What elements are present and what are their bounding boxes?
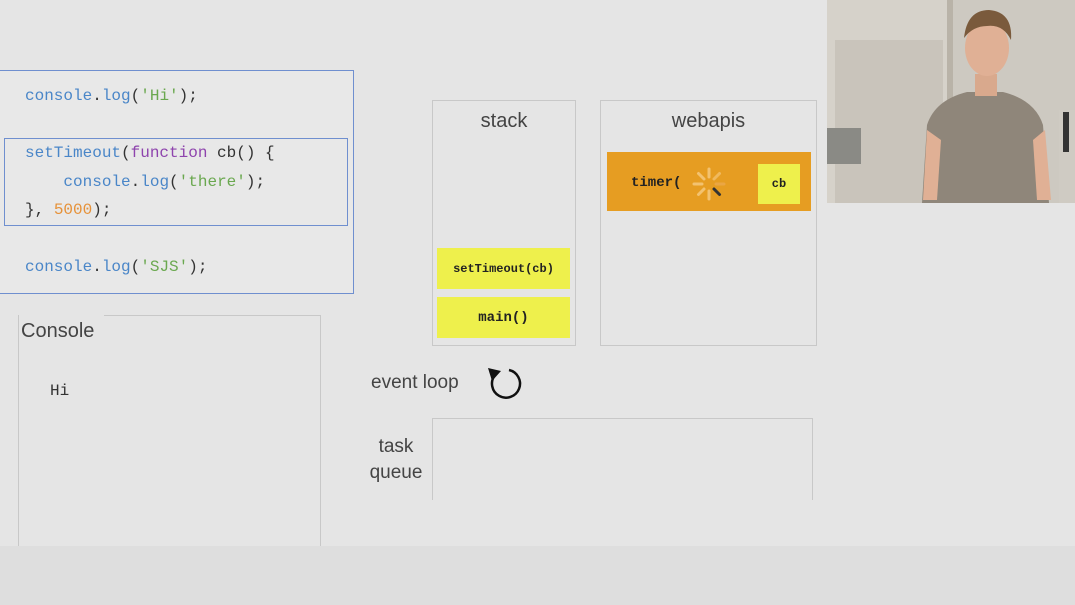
speaker-video-inset bbox=[827, 0, 1075, 203]
code-line-console-log-there: console.log('there'); bbox=[25, 173, 265, 191]
stack-title: stack bbox=[480, 110, 528, 132]
code-token: 'SJS' bbox=[140, 258, 189, 276]
console-top-border bbox=[104, 315, 321, 316]
stack-frame-main: main() bbox=[437, 297, 570, 338]
code-line-timeout-close: }, 5000); bbox=[25, 201, 111, 219]
code-token: console bbox=[25, 258, 93, 276]
code-panel bbox=[0, 70, 354, 294]
refresh-loop-icon bbox=[488, 368, 522, 399]
code-highlight-settimeout bbox=[4, 138, 348, 226]
code-token: 'Hi' bbox=[140, 87, 179, 105]
code-token: 'there' bbox=[178, 173, 246, 191]
bottom-band bbox=[0, 546, 1075, 605]
console-title: Console bbox=[21, 320, 95, 342]
task-queue-panel bbox=[432, 418, 813, 500]
code-token: cb() { bbox=[207, 144, 275, 162]
event-loop-label: event loop bbox=[371, 372, 459, 393]
task-queue-label-line1: task bbox=[378, 436, 414, 457]
code-token: ); bbox=[178, 87, 198, 105]
task-queue-label-line2: queue bbox=[369, 462, 423, 483]
code-token: 5000 bbox=[53, 201, 93, 219]
code-token: . bbox=[92, 258, 102, 276]
code-token: . bbox=[92, 87, 102, 105]
code-token: . bbox=[130, 173, 141, 191]
console-output-line: Hi bbox=[50, 382, 70, 400]
code-token: log bbox=[140, 173, 170, 191]
console-panel bbox=[18, 315, 321, 547]
stack-panel bbox=[432, 100, 576, 346]
code-token: console bbox=[25, 87, 93, 105]
stack-frame-settimeout: setTimeout(cb) bbox=[437, 248, 570, 289]
code-token: ( bbox=[121, 144, 131, 162]
code-line-console-log-sjs: console.log('SJS'); bbox=[25, 258, 207, 276]
speaker-image bbox=[827, 0, 1075, 203]
timer-label: timer( bbox=[631, 175, 682, 191]
code-token: }, bbox=[25, 201, 54, 219]
code-token: log bbox=[101, 258, 131, 276]
loading-spinner-icon bbox=[692, 167, 726, 201]
code-token: setTimeout bbox=[25, 144, 122, 162]
code-line-settimeout: setTimeout(function cb() { bbox=[25, 144, 275, 162]
code-token: function bbox=[130, 144, 208, 162]
webapis-panel bbox=[600, 100, 817, 346]
task-queue-label: task queue bbox=[360, 434, 432, 486]
code-line-console-log-hi: console.log('Hi'); bbox=[25, 87, 198, 105]
code-token: console bbox=[63, 173, 131, 191]
callback-cb-block: cb bbox=[758, 164, 800, 204]
webapis-title: webapis bbox=[671, 110, 746, 132]
code-token: ( bbox=[130, 87, 141, 105]
code-token: log bbox=[101, 87, 131, 105]
code-token bbox=[25, 173, 63, 191]
code-token: ); bbox=[188, 258, 208, 276]
code-token: ); bbox=[245, 173, 266, 191]
code-token: ); bbox=[92, 201, 112, 219]
code-token: ( bbox=[169, 173, 179, 191]
code-token: ( bbox=[130, 258, 141, 276]
